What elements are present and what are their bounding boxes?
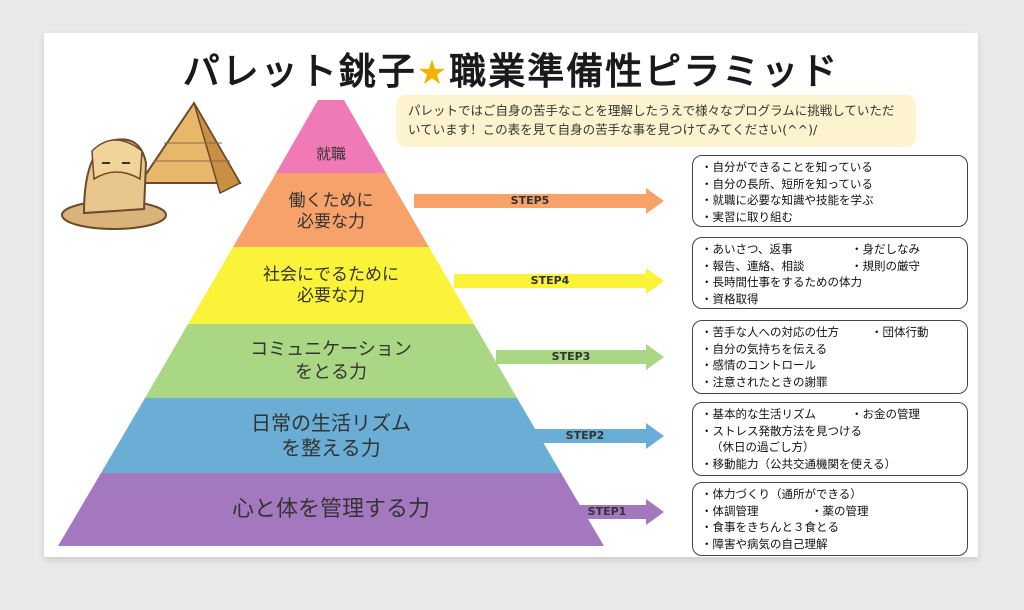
step3-item: ・苦手な人への対応の仕方 (701, 325, 839, 339)
step1-item: ・体調管理 (701, 503, 759, 518)
step3-item: ・感情のコントロール (701, 358, 816, 372)
step2-item: （休日の過ごし方） (711, 440, 815, 454)
pyramid-label-3: 社会にでるために 必要な力 (263, 265, 399, 307)
pyramid-level-3 (188, 247, 474, 324)
step3-item: ・注意されたときの謝罪 (701, 374, 828, 389)
star-icon: ★ (416, 53, 450, 93)
step2-item: ・お金の管理 (851, 407, 920, 421)
step3-arrow: STEP3 (496, 344, 664, 370)
pyramid-label-5: 日常の生活リズム を整える力 (251, 411, 411, 460)
step5-label: STEP5 (510, 194, 550, 207)
step1-item: ・食事をきちんと３食とる (701, 520, 839, 534)
step2-arrow: STEP2 (524, 423, 664, 449)
pyramid-label-4: コミュニケーション をとる力 (250, 339, 412, 383)
step1-item: ・障害や病気の自己理解 (701, 536, 828, 551)
step5-item: ・自分の長所、短所を知っている (701, 176, 873, 191)
step1-arrow: STEP1 (568, 499, 664, 525)
pyramid-card: パレット銚子★職業準備性ピラミッド パレットではご自身の苦手なことを理解したうえ… (44, 33, 978, 557)
pyramid-label-2: 働くために 必要な力 (288, 191, 374, 233)
step1-box: ・体力づくり（通所ができる） ・体調管理 ・薬の管理 ・食事をきちんと３食とる ・… (692, 482, 968, 556)
step4-item: ・報告、連絡、相談 (701, 258, 805, 273)
pyramid-level-5 (101, 398, 561, 473)
step3-item: ・団体行動 (871, 325, 929, 339)
step4-box: ・あいさつ、返事 ・身だしなみ ・報告、連絡、相談 ・規則の厳守 ・長時間仕事をする… (692, 237, 968, 309)
page-title: パレット銚子★職業準備性ピラミッド (44, 41, 978, 95)
step2-box: ・基本的な生活リズム ・お金の管理 ・ストレス発散方法を見つける （休日の過ごし方… (692, 402, 968, 476)
step4-item: ・資格取得 (701, 291, 759, 306)
step4-item: ・規則の厳守 (851, 258, 920, 273)
pyramid-level-4 (145, 324, 517, 398)
pyramid-label-1: 就職 (315, 145, 346, 163)
pyramid-level-6 (58, 473, 604, 546)
intro-note: パレットではご自身の苦手なことを理解したうえで様々なプログラムに挑戦していただい… (396, 95, 916, 147)
pyramid-graphic (58, 100, 604, 546)
step3-item: ・自分の気持ちを伝える (701, 341, 828, 356)
step5-item: ・自分ができることを知っている (701, 160, 873, 174)
step1-item: ・薬の管理 (811, 503, 869, 518)
step2-item: ・基本的な生活リズム (701, 407, 816, 421)
pyramid-level-2 (233, 173, 429, 247)
step2-label: STEP2 (565, 429, 605, 442)
step4-item: ・あいさつ、返事 (701, 242, 793, 256)
step3-label: STEP3 (551, 350, 591, 363)
step3-box: ・苦手な人への対応の仕方 ・団体行動 ・自分の気持ちを伝える ・感情のコントロール… (692, 320, 968, 394)
step5-arrow: STEP5 (414, 188, 664, 214)
step4-label: STEP4 (530, 274, 570, 287)
sphinx-illustration (61, 101, 242, 230)
pyramid-label-6: 心と体を管理する力 (231, 497, 430, 522)
pyramid-level-1 (276, 100, 386, 173)
step1-label: STEP1 (587, 505, 627, 518)
step4-item: ・長時間仕事をするための体力 (701, 275, 862, 289)
step1-item: ・体力づくり（通所ができる） (701, 487, 862, 501)
step5-box: ・自分ができることを知っている ・自分の長所、短所を知っている ・就職に必要な知… (692, 155, 968, 227)
step5-item: ・就職に必要な知識や技能を学ぶ (701, 193, 874, 207)
title-right: 職業準備性ピラミッド (449, 50, 840, 93)
title-left: パレット銚子 (182, 50, 417, 93)
step5-item: ・実習に取り組む (701, 209, 793, 224)
step4-arrow: STEP4 (454, 268, 664, 294)
step2-item: ・ストレス発散方法を見つける (701, 423, 862, 438)
step4-item: ・身だしなみ (851, 242, 920, 256)
step2-item: ・移動能力（公共交通機関を使える） (701, 456, 897, 471)
